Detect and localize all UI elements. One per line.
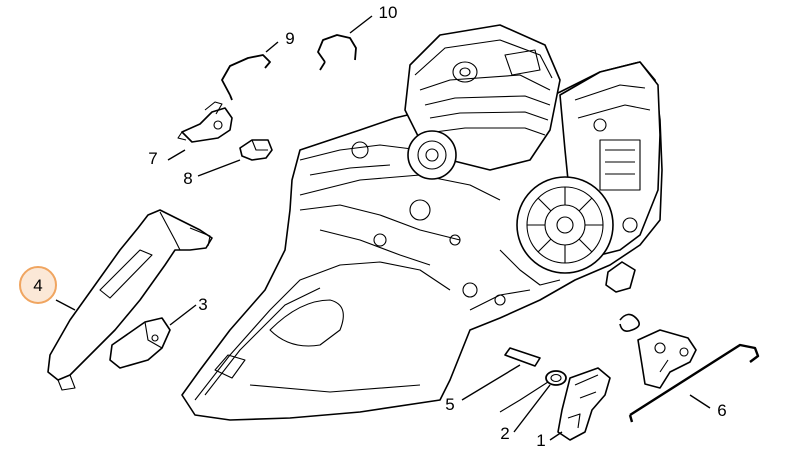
coil-spring: [619, 313, 640, 332]
callout-7[interactable]: 7: [148, 149, 157, 168]
leader-lines: [55, 15, 711, 441]
callout-2[interactable]: 2: [500, 424, 509, 443]
part-3-cover: [109, 317, 171, 369]
buffer-block: [605, 261, 636, 293]
part-7-lever: [177, 101, 233, 143]
callout-4[interactable]: 4: [33, 276, 42, 295]
part-2-spring: [499, 370, 567, 413]
part-10-wire-spring: [317, 34, 357, 71]
crank-gear: [407, 130, 457, 180]
callout-1[interactable]: 1: [536, 431, 545, 450]
callout-8[interactable]: 8: [183, 169, 192, 188]
part-8-bracket: [239, 139, 273, 161]
callout-9[interactable]: 9: [285, 29, 294, 48]
part-6-rod: [628, 343, 760, 423]
callout-6[interactable]: 6: [717, 401, 726, 420]
callout-10[interactable]: 10: [379, 3, 398, 22]
callout-3[interactable]: 3: [198, 295, 207, 314]
callout-labels: 1 2 3 4 5 6 7 8 9 10: [33, 3, 726, 450]
callout-5[interactable]: 5: [445, 395, 454, 414]
part-9-spring-clip: [221, 54, 271, 101]
clutch-side: [469, 61, 661, 311]
part-5-pin: [504, 347, 541, 367]
lever-bracket: [637, 329, 697, 389]
part-4-handle: [47, 209, 213, 391]
highlight-marker: [19, 266, 57, 304]
part-1-trigger: [557, 367, 611, 441]
